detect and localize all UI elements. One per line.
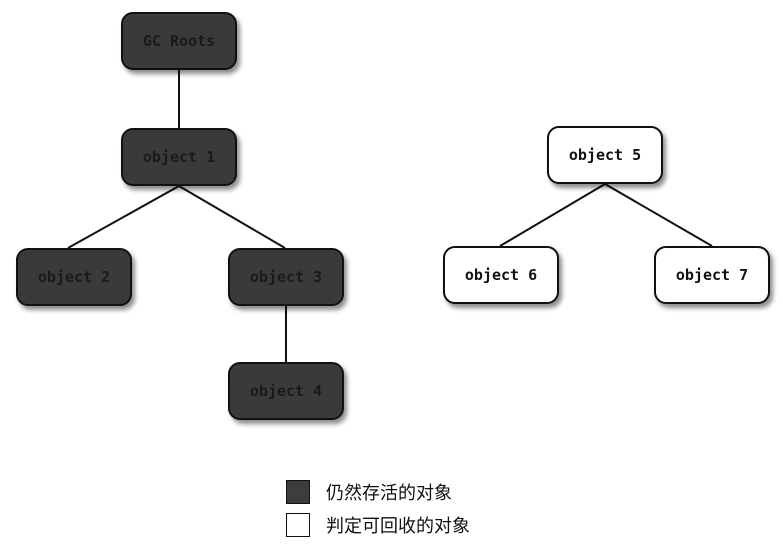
edge-obj5-obj7 xyxy=(604,183,713,247)
legend-swatch-dark xyxy=(286,480,310,504)
legend-item-alive: 仍然存活的对象 xyxy=(286,478,452,506)
node-object-1: object 1 xyxy=(121,128,237,186)
node-gc-roots: GC Roots xyxy=(121,12,237,70)
legend-item-collectable: 判定可回收的对象 xyxy=(286,511,470,539)
node-object-7: object 7 xyxy=(654,246,770,304)
legend-label-collectable: 判定可回收的对象 xyxy=(326,516,470,537)
legend-label-alive: 仍然存活的对象 xyxy=(326,483,452,504)
node-object-2: object 2 xyxy=(16,248,132,306)
node-object-5: object 5 xyxy=(547,126,663,184)
legend-swatch-light xyxy=(286,513,310,537)
edge-obj5-obj6 xyxy=(499,183,606,247)
node-object-3: object 3 xyxy=(228,248,344,306)
edge-obj1-obj3 xyxy=(178,185,286,249)
node-object-6: object 6 xyxy=(443,246,559,304)
edge-obj1-obj2 xyxy=(67,185,180,249)
node-object-4: object 4 xyxy=(228,362,344,420)
